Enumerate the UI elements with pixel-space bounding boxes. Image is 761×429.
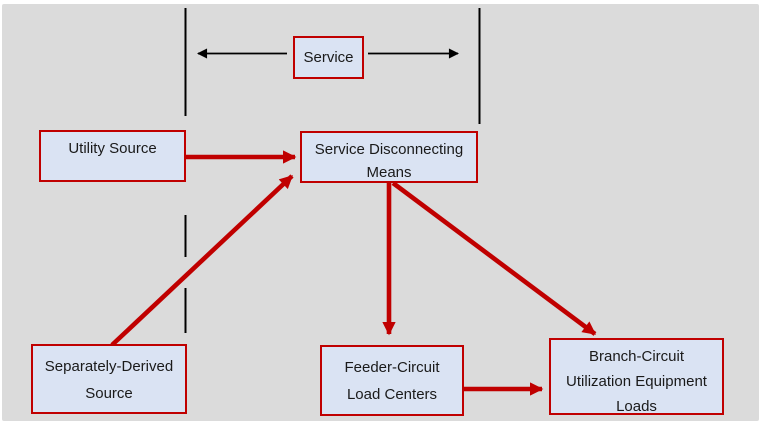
node-feeder-label-line1: Feeder-Circuit (344, 359, 440, 376)
arrow-sds-to-sdm-icon (110, 174, 294, 347)
node-utility-source-label: Utility Source (68, 140, 157, 157)
node-sdm-label-line2: Means (366, 164, 412, 181)
node-separately-derived-source: Separately-Derived Source (31, 344, 187, 414)
node-service-disconnecting-means: Service Disconnecting Means (300, 131, 478, 183)
node-utility-source: Utility Source (39, 130, 186, 182)
node-branch-circuit-loads: Branch-Circuit Utilization Equipment Loa… (549, 338, 724, 415)
node-branch-label-line3: Loads (616, 398, 657, 415)
node-sds-label-line2: Source (85, 385, 133, 402)
node-branch-label-line1: Branch-Circuit (588, 348, 685, 365)
node-sdm-label-line1: Service Disconnecting (314, 141, 464, 158)
node-service: Service (293, 36, 364, 79)
node-feeder-circuit-load-centers: Feeder-Circuit Load Centers (320, 345, 464, 416)
node-sds-label-line1: Separately-Derived (44, 358, 174, 375)
arrow-sdm-to-branch-icon (391, 181, 597, 336)
node-feeder-label-line2: Load Centers (346, 386, 438, 403)
node-service-label: Service (303, 48, 354, 66)
node-branch-label-line2: Utilization Equipment (566, 373, 707, 390)
